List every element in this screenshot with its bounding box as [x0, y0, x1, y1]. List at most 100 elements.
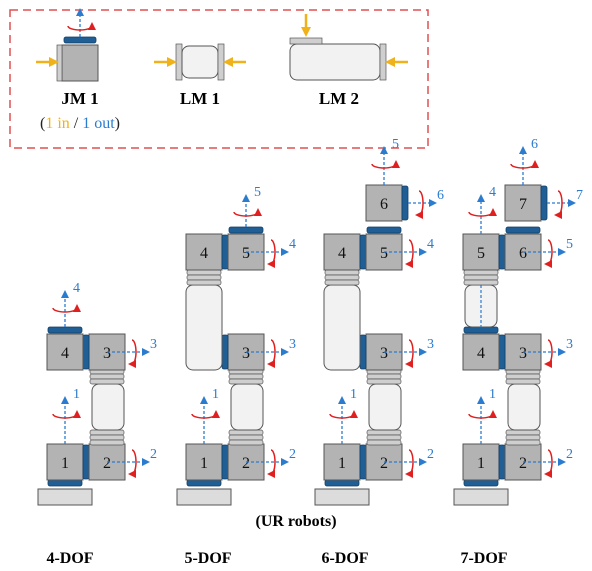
flange-ring — [89, 378, 125, 385]
output-plate — [221, 334, 229, 370]
joint-body — [185, 443, 223, 481]
flange — [379, 43, 387, 81]
output-plate — [498, 234, 506, 270]
flange-ring — [186, 279, 222, 286]
rotation-arrow — [468, 410, 497, 419]
axis-number: 4 — [289, 237, 296, 252]
rotation-arrow — [267, 339, 276, 368]
rotation-arrow — [371, 160, 400, 169]
link-module — [181, 45, 219, 79]
input-flange — [56, 44, 63, 82]
link-flange — [89, 429, 125, 446]
axis-number: 1 — [350, 387, 357, 402]
joint-body — [462, 333, 500, 371]
link-flange — [228, 368, 264, 385]
joint-number: 2 — [519, 455, 527, 472]
legend-io-note: (1 in / 1 out) — [40, 115, 120, 132]
joint-number: 1 — [61, 455, 69, 472]
axis-number: 3 — [150, 337, 157, 352]
joint-number: 6 — [519, 245, 527, 262]
flange-ring — [228, 439, 264, 446]
axis-number: 6 — [531, 137, 538, 152]
flange — [217, 43, 225, 81]
rotation-arrow — [510, 160, 539, 169]
joint-number: 7 — [519, 196, 527, 213]
joint-number: 1 — [338, 455, 346, 472]
output-plate — [82, 334, 90, 370]
joint-module-4: 4 — [323, 233, 361, 271]
joint-body — [323, 443, 361, 481]
rotation-arrow — [52, 410, 81, 419]
output-plate — [359, 334, 367, 370]
flange-ring — [463, 279, 499, 286]
output-plate — [47, 326, 83, 334]
joint-number: 4 — [61, 345, 69, 362]
flange-ring — [228, 429, 264, 436]
output-plate — [401, 185, 409, 221]
joint-module-4: 4 — [462, 333, 500, 371]
flange-ring — [505, 434, 541, 441]
axis-number: 4 — [427, 237, 434, 252]
rotation-arrow — [191, 410, 220, 419]
rotation-arrow — [544, 449, 553, 478]
legend-label-jm1: JM 1 — [61, 89, 98, 108]
flange-ring — [228, 373, 264, 380]
link-flange — [463, 269, 499, 286]
flange-ring — [324, 279, 360, 286]
link-flange — [89, 368, 125, 385]
axis-number: 2 — [566, 447, 573, 462]
rotation-arrow — [544, 339, 553, 368]
flange-ring — [89, 434, 125, 441]
joint-body — [323, 233, 361, 271]
axis-number: 6 — [437, 188, 444, 203]
link-module — [507, 383, 541, 431]
axis-number: 2 — [150, 447, 157, 462]
axis-number: 4 — [489, 185, 496, 200]
flange-ring — [366, 373, 402, 380]
legend-label-lm1: LM 1 — [180, 89, 220, 108]
joint-number: 3 — [242, 345, 250, 362]
axis-number: 7 — [576, 188, 583, 203]
link-flange — [505, 368, 541, 385]
axis-number: 1 — [489, 387, 496, 402]
flange-ring — [186, 274, 222, 281]
rotation-arrow — [233, 208, 262, 217]
rotation-arrow — [554, 190, 563, 219]
output-plate — [324, 479, 360, 487]
link-module — [91, 383, 125, 431]
legend-lm2-graphic — [289, 14, 408, 81]
link-flange — [505, 429, 541, 446]
output-plate — [540, 185, 548, 221]
link-module — [185, 284, 223, 371]
flange-ring — [505, 373, 541, 380]
robot-base — [37, 488, 93, 506]
joint-module-6: 6 — [365, 184, 403, 222]
flange-ring — [366, 439, 402, 446]
joint-module-1: 1 — [323, 443, 361, 481]
output-plate — [221, 234, 229, 270]
flange-ring — [228, 378, 264, 385]
flange-ring — [89, 439, 125, 446]
robot-base — [176, 488, 232, 506]
rotation-arrow — [52, 304, 81, 313]
link-module — [323, 284, 361, 371]
legend-jm1-graphic — [36, 8, 99, 82]
axis-number: 5 — [392, 137, 399, 152]
axis-number: 1 — [73, 387, 80, 402]
flange-ring — [505, 429, 541, 436]
link-flange — [366, 429, 402, 446]
joint-number: 2 — [242, 455, 250, 472]
axis-number: 3 — [427, 337, 434, 352]
joint-number: 5 — [477, 245, 485, 262]
rotation-arrow — [544, 239, 553, 268]
link-module — [289, 43, 381, 81]
flange — [175, 43, 183, 81]
output-plate — [366, 226, 402, 234]
flange-ring — [324, 274, 360, 281]
rotation-arrow — [405, 449, 414, 478]
joint-number: 5 — [242, 245, 250, 262]
axis-number: 5 — [254, 185, 261, 200]
